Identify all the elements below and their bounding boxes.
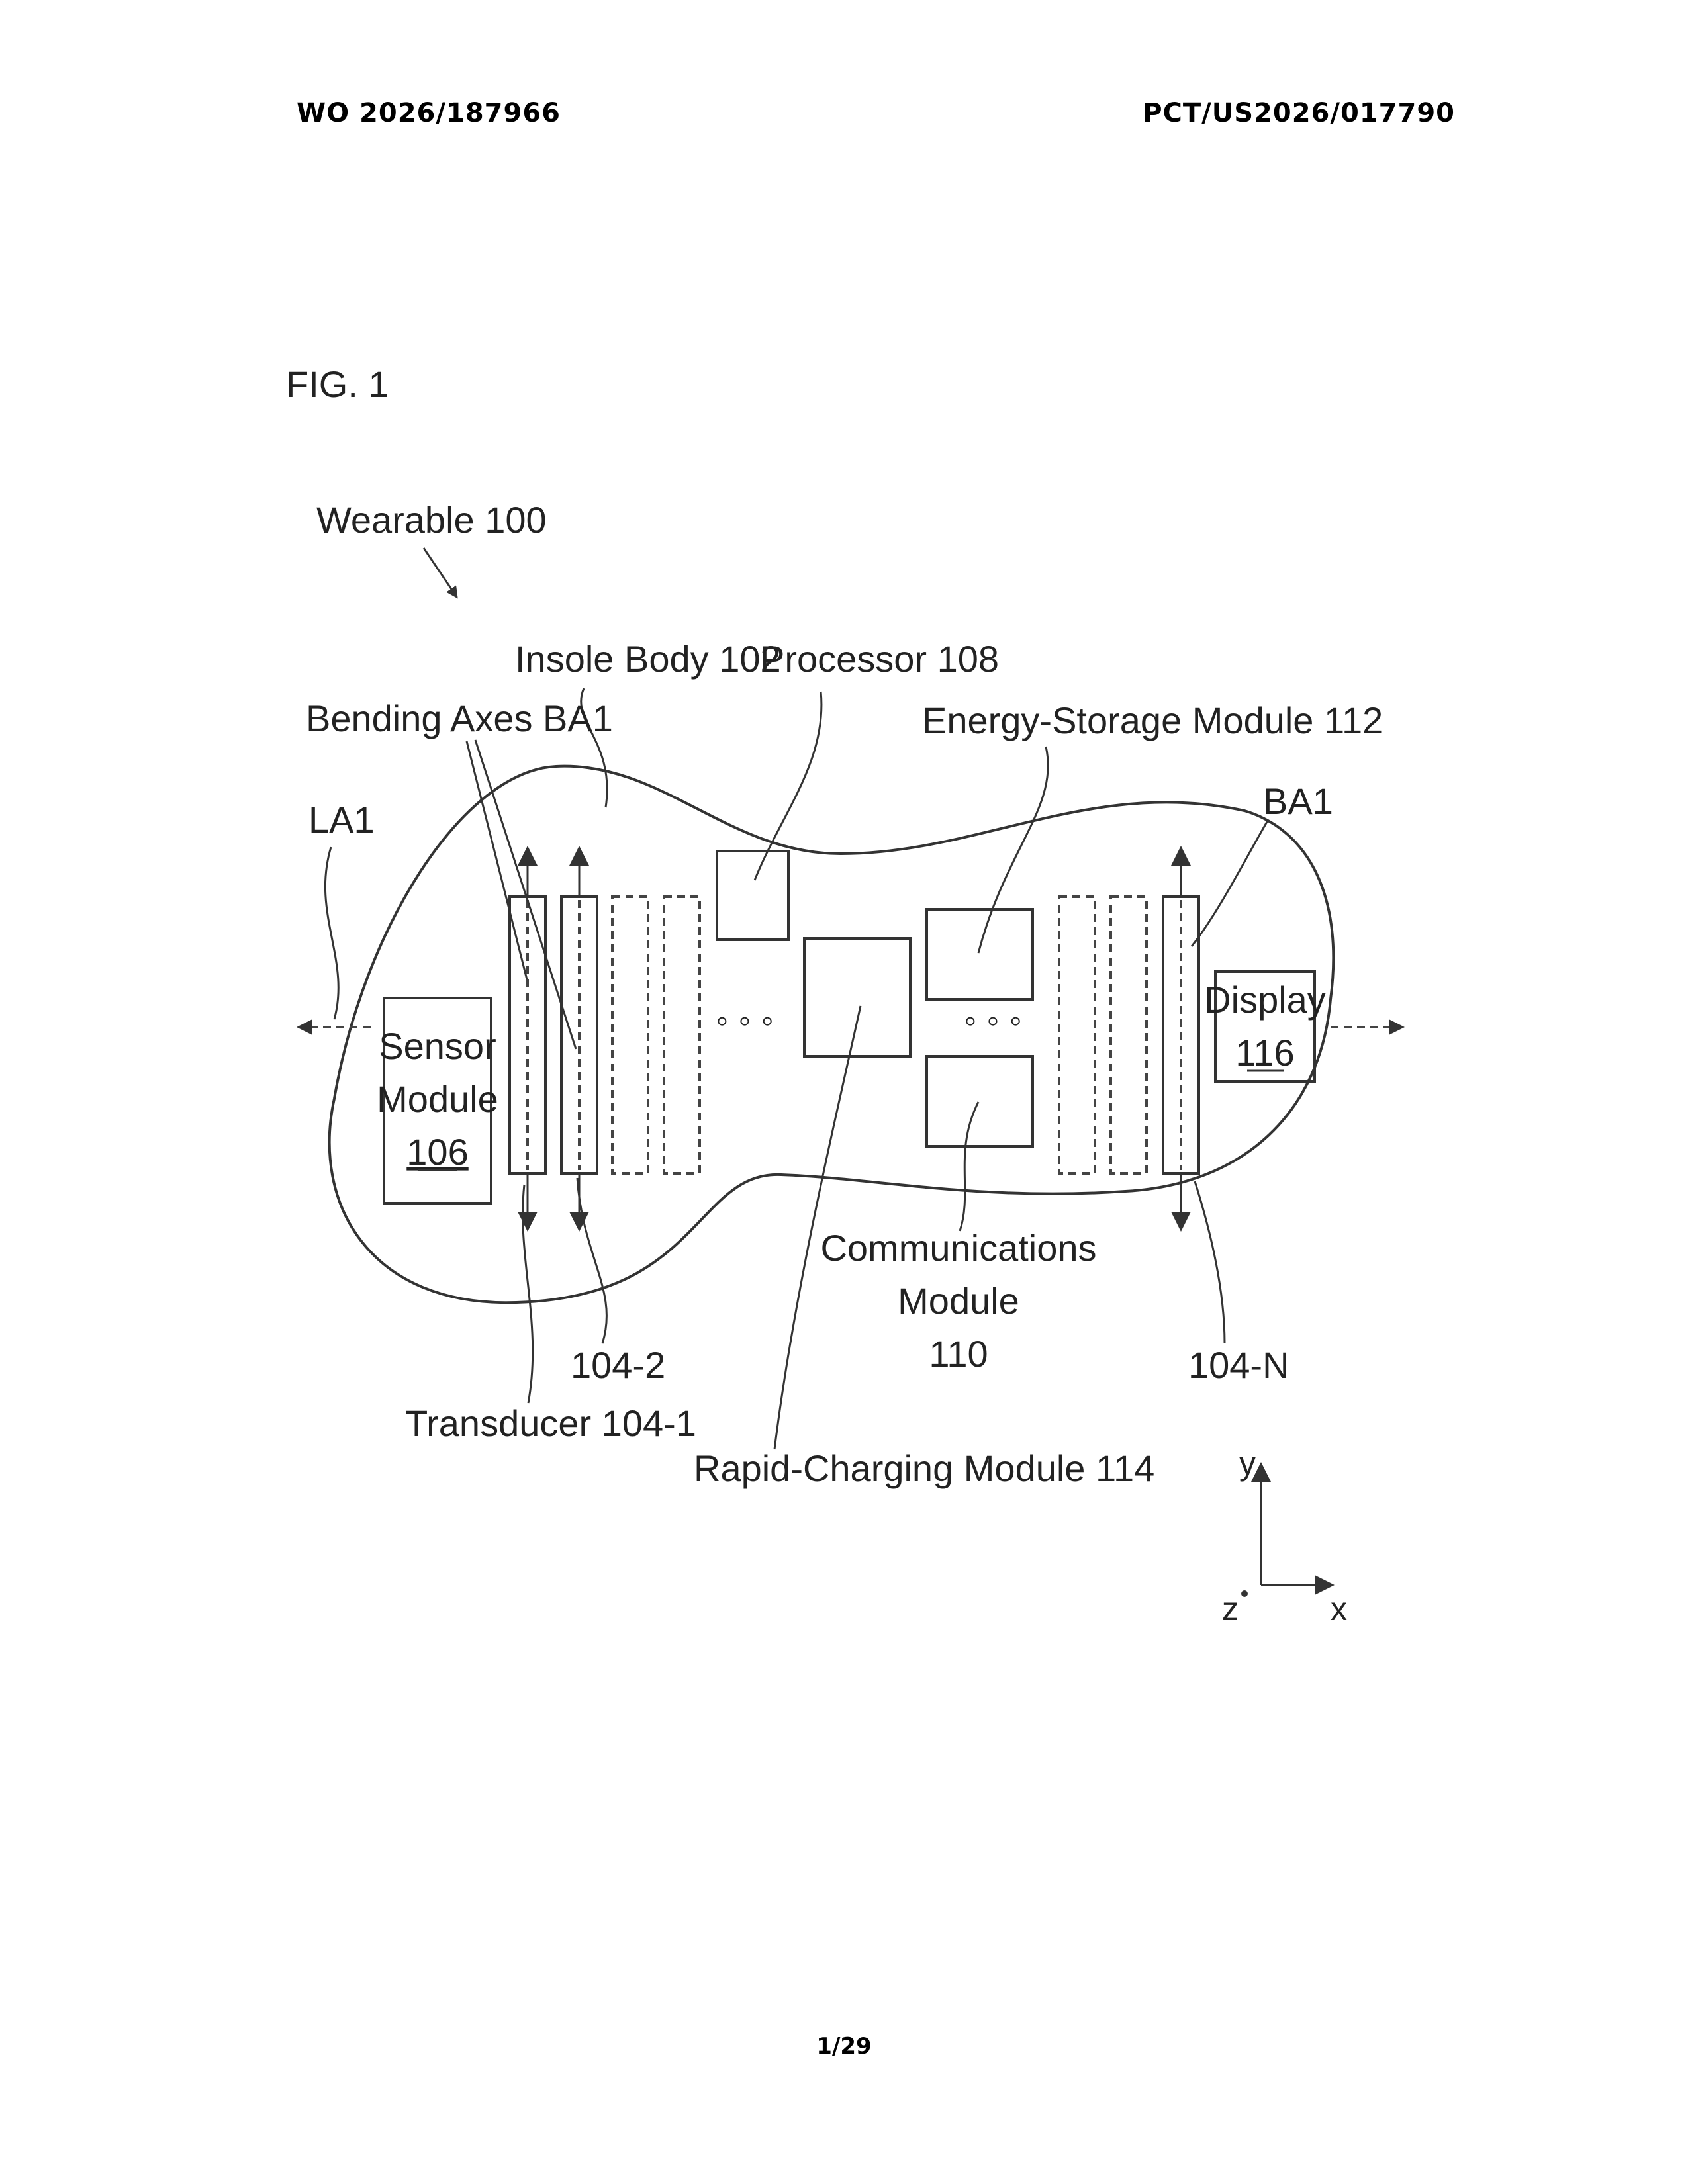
communications-label-line2: Module — [898, 1280, 1019, 1322]
insole-body-label: Insole Body 102 — [515, 638, 781, 680]
transducer-104-1-label: Transducer 104-1 — [405, 1402, 696, 1444]
wearable-label: Wearable 100 — [316, 499, 547, 541]
ba1-leader — [1192, 821, 1268, 946]
sensor-module-ref: 106 — [406, 1131, 468, 1173]
communications-leader — [960, 1102, 978, 1231]
rapid-charging-module-box — [804, 938, 910, 1056]
bending-axes-label: Bending Axes BA1 — [306, 698, 613, 739]
z-axis-dot — [1241, 1590, 1248, 1597]
energy-storage-module-box — [927, 909, 1033, 999]
ba1-label: BA1 — [1263, 780, 1333, 822]
transducer-104-2-leader — [577, 1178, 606, 1343]
processor-box — [717, 851, 788, 940]
sensor-module-label-line2: Module — [377, 1078, 498, 1120]
z-axis-label: z — [1222, 1590, 1239, 1627]
la1-leader — [325, 847, 338, 1019]
y-axis-label: y — [1239, 1445, 1256, 1482]
processor-label: Processor 108 — [760, 638, 999, 680]
display-label: Display — [1204, 979, 1326, 1021]
figure-title: FIG. 1 — [286, 363, 389, 405]
page-number: 1/29 — [0, 2033, 1688, 2060]
optional-transducer-right-2 — [1111, 897, 1147, 1173]
optional-transducer-left-2 — [664, 897, 700, 1173]
transducer-104-n-leader — [1195, 1181, 1225, 1343]
communications-label-line1: Communications — [820, 1227, 1096, 1269]
rapid-charging-label: Rapid-Charging Module 114 — [694, 1447, 1154, 1489]
energy-storage-label: Energy-Storage Module 112 — [922, 700, 1383, 741]
communications-label-ref: 110 — [929, 1333, 988, 1375]
wearable-pointer-arrow — [424, 548, 457, 597]
optional-transducer-right-1 — [1059, 897, 1095, 1173]
optional-transducer-left-1 — [612, 897, 648, 1173]
display-ref: 116 — [1235, 1032, 1294, 1073]
sensor-module-label-line1: Sensor — [379, 1025, 496, 1067]
communications-module-box — [927, 1056, 1033, 1146]
transducer-104-n-label: 104-N — [1188, 1344, 1289, 1386]
x-axis-label: x — [1331, 1590, 1347, 1627]
la1-label: LA1 — [308, 799, 375, 841]
transducer-104-2-label: 104-2 — [571, 1344, 665, 1386]
ellipsis-right: ◦ ◦ ◦ — [964, 1001, 1021, 1040]
energy-storage-leader — [978, 747, 1048, 953]
ellipsis-left: ◦ ◦ ◦ — [716, 1001, 773, 1040]
